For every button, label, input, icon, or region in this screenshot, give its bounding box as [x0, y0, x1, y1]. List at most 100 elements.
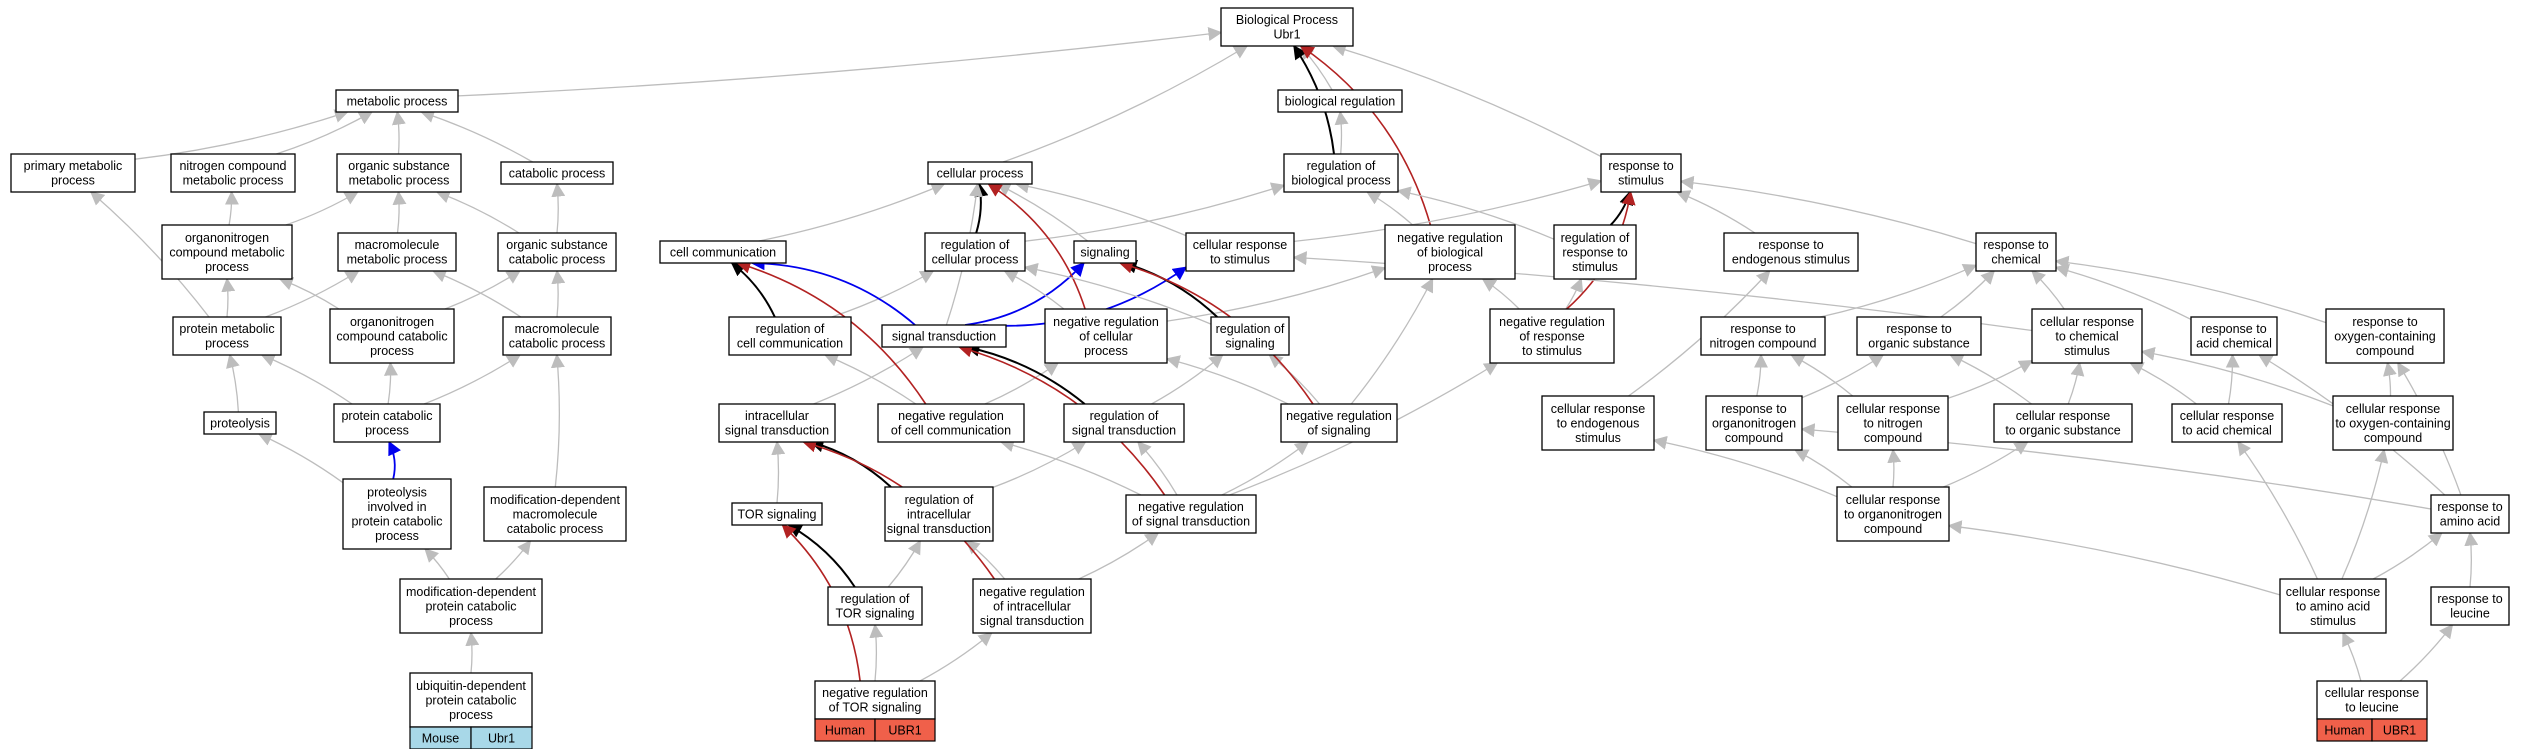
term-label-line: protein catabolic: [425, 599, 516, 613]
edge-resporg-to-respchem: [1940, 269, 1996, 318]
go-term-cellproc[interactable]: cellular process: [927, 161, 1033, 185]
term-label-line: cell communication: [670, 245, 776, 259]
gene-label: UBR1: [888, 724, 921, 738]
go-term-tor[interactable]: TOR signaling: [731, 502, 823, 526]
edge-regresp-to-regbio: [1396, 186, 1555, 240]
term-label-line: stimulus: [2064, 344, 2110, 358]
term-label-line: negative regulation: [979, 585, 1085, 599]
term-box: [161, 224, 293, 280]
edge-macrocat-to-macromet: [431, 269, 522, 318]
term-box: [1277, 89, 1403, 113]
term-label-line: to acid chemical: [2182, 424, 2272, 438]
edge-respnitro-to-respchem: [1820, 264, 1978, 318]
term-label-line: regulation of: [756, 322, 825, 336]
go-term-catabolic[interactable]: catabolic process: [500, 161, 614, 185]
go-term-sigtrans[interactable]: signal transduction: [881, 324, 1007, 348]
term-label-line: cellular response: [2180, 409, 2275, 423]
term-label-line: signal transduction: [887, 522, 991, 536]
edge-negregresp-to-negregbio: [1481, 278, 1520, 310]
edge-resporganonit-to-resporg: [1801, 354, 1885, 399]
edge-moddepprot-to-proteolysisinv: [424, 547, 450, 580]
go-term-metabolic[interactable]: metabolic process: [335, 89, 459, 113]
edge-negregsigtrans-to-negregcellcomm: [999, 438, 1142, 496]
term-label-line: process: [205, 260, 249, 274]
term-label-line: compound: [2356, 344, 2414, 358]
go-term-bioreg[interactable]: biological regulation: [1277, 89, 1403, 113]
edge-sigtrans-to-cellcomm: [750, 256, 916, 326]
term-label-line: macromolecule: [355, 238, 440, 252]
go-term-signaling[interactable]: signaling: [1073, 240, 1137, 264]
gene-label: UBR1: [2383, 724, 2416, 738]
edge-respleu-to-respamino: [2464, 531, 2479, 588]
edge-cellrespstim-to-cellproc: [1014, 179, 1187, 237]
go-term-proteolysis[interactable]: proteolysis: [203, 411, 277, 435]
term-box: [1125, 494, 1257, 534]
go-term-moddepmacro[interactable]: modification-dependentmacromoleculecatab…: [483, 486, 627, 542]
edge-catabolic-to-metabolic: [420, 109, 533, 163]
term-box: [399, 578, 543, 634]
term-label-line: of biological: [1417, 245, 1483, 259]
term-label-line: regulation of: [1216, 322, 1285, 336]
edge-orgnitmet-to-orgsubmet: [285, 191, 359, 226]
term-label-line: modification-dependent: [406, 585, 536, 599]
term-label-line: process: [449, 708, 493, 722]
term-box: [335, 89, 459, 113]
term-box: [877, 403, 1025, 443]
term-label-line: signal transduction: [980, 614, 1084, 628]
go-term-cellcomm[interactable]: cell communication: [659, 240, 787, 264]
term-label-line: cellular response: [2016, 409, 2111, 423]
